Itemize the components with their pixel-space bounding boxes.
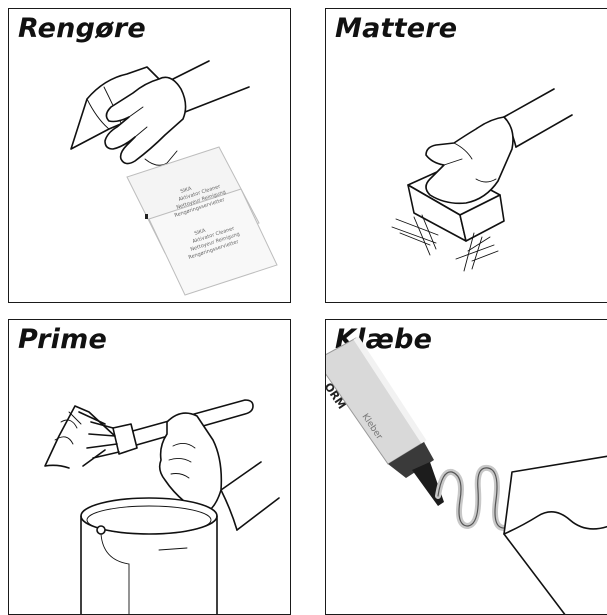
adhesive-tube-icon: ORM Kleber bbox=[326, 338, 444, 506]
surface-sheet-icon bbox=[45, 406, 117, 468]
bonded-sheet-icon bbox=[504, 456, 607, 615]
step-panel-clean: Rengøre SIKA Aktivator Cleaner Nettoyeur… bbox=[8, 8, 291, 303]
step-panel-bond: Klæbe ORM Kleber bbox=[325, 319, 607, 615]
bond-illustration: ORM Kleber bbox=[326, 320, 607, 615]
sleeve-icon bbox=[221, 462, 279, 530]
prime-illustration bbox=[9, 320, 291, 615]
step-panel-abrade: Mattere bbox=[325, 8, 607, 303]
step-panel-prime: Prime bbox=[8, 319, 291, 615]
paint-can-icon bbox=[81, 498, 217, 615]
wipe-sachets-icon: SIKA Aktivator Cleaner Nettoyeur Reinigu… bbox=[127, 147, 277, 295]
hand-icon bbox=[426, 117, 513, 203]
adhesive-bead-icon bbox=[438, 468, 516, 528]
clean-illustration: SIKA Aktivator Cleaner Nettoyeur Reinigu… bbox=[9, 9, 291, 303]
abrade-illustration bbox=[326, 9, 607, 303]
